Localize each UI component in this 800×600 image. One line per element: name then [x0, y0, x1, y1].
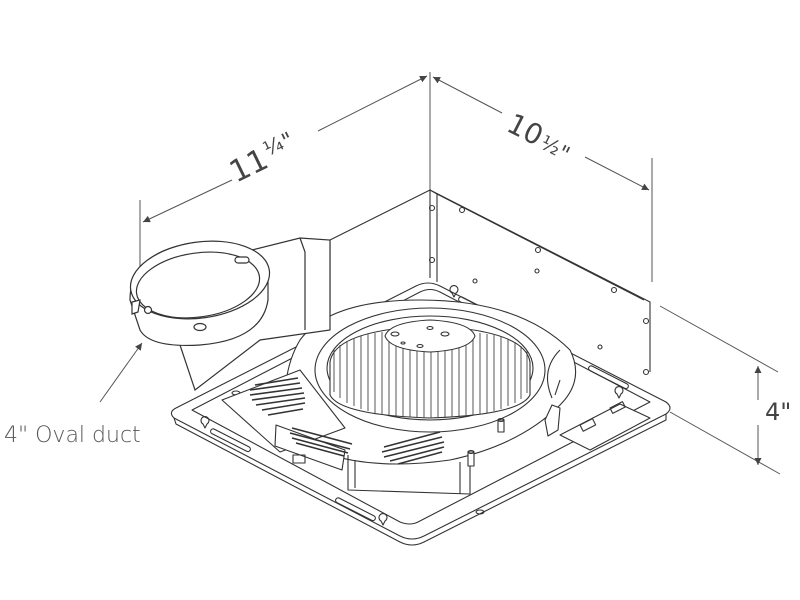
junction-compartment [559, 401, 651, 451]
screw-posts [467, 417, 505, 467]
damper-pivot [131, 299, 153, 315]
dimension-height-label: 4" [765, 398, 791, 426]
duct-hole [193, 322, 207, 332]
wiring-clip [544, 349, 561, 437]
fan-housing [170, 189, 671, 546]
blower-wheel [329, 319, 531, 419]
callout-duct-label: 4" Oval duct [4, 423, 141, 448]
duct-tab [234, 256, 250, 264]
dimension-height: 4" [659, 305, 791, 475]
label-text-blocks [249, 377, 445, 465]
callout-duct: 4" Oval duct [4, 342, 143, 448]
oval-duct-connector [129, 237, 331, 391]
scroll-wall [347, 455, 471, 495]
